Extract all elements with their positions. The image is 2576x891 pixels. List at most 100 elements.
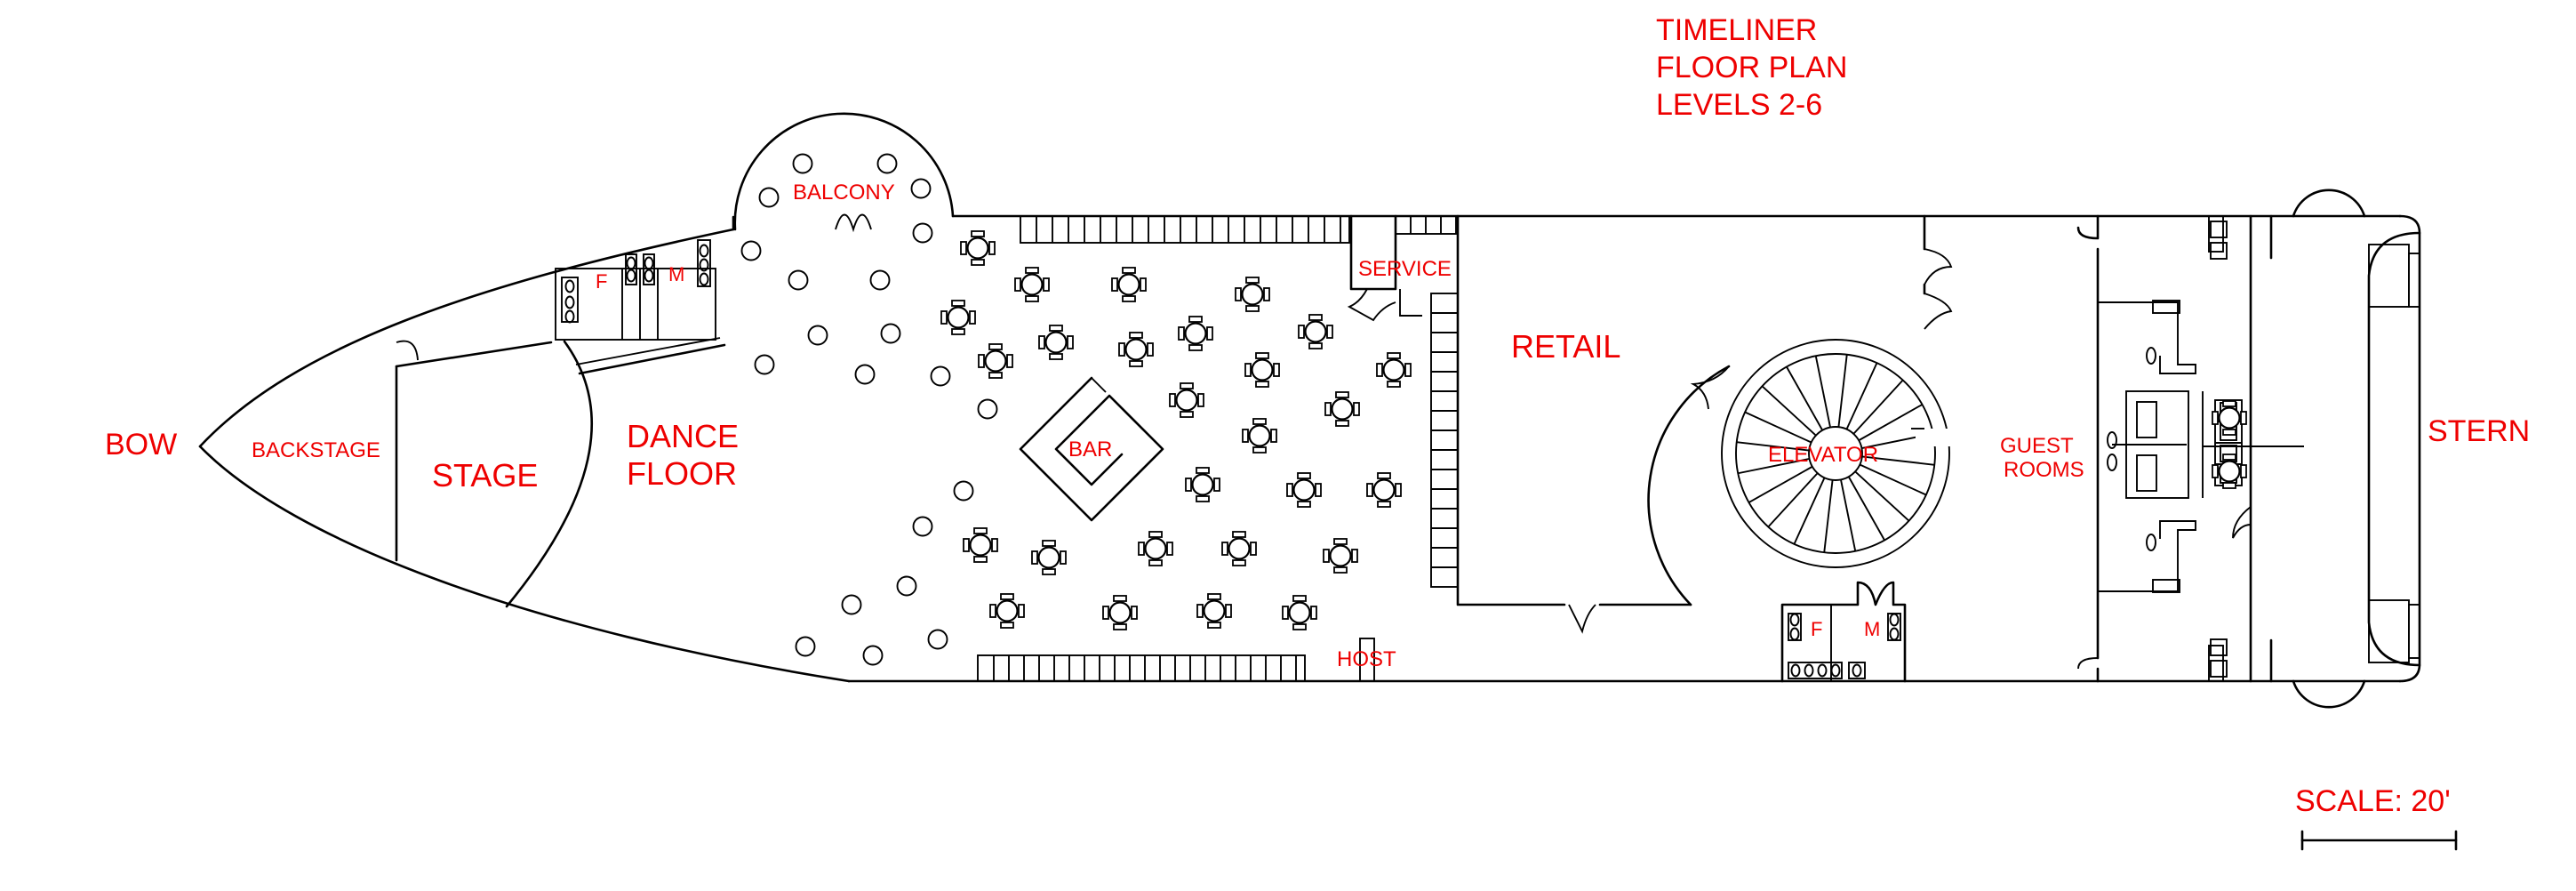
title-line-1: TIMELINER — [1656, 13, 1817, 47]
dining-table — [940, 299, 977, 336]
bow-label: BOW — [105, 428, 177, 462]
title-line-3: LEVELS 2-6 — [1656, 88, 1822, 122]
balcony-label: BALCONY — [793, 181, 895, 205]
stern-chair — [2210, 242, 2228, 260]
elevator-door — [1690, 365, 1730, 410]
cocktail-table — [927, 629, 948, 650]
cocktail-table — [880, 323, 901, 344]
guest-rooms-label-1: GUEST — [2000, 434, 2074, 458]
dining-table — [1184, 466, 1221, 503]
cocktail-table — [930, 365, 951, 387]
balcony — [733, 112, 955, 261]
fixture — [564, 309, 575, 324]
dance-floor-label-1: DANCE — [627, 418, 739, 454]
cocktail-table — [869, 269, 891, 291]
stair-tread — [1786, 366, 1824, 431]
dining-table — [977, 342, 1014, 380]
elevator-wall — [1647, 365, 1731, 606]
host-label: HOST — [1337, 647, 1396, 671]
elevator-inner-ring — [1735, 353, 1936, 554]
stair-tread — [1736, 441, 1810, 452]
restroom-f-front-label: F — [596, 270, 607, 293]
stair-tread — [1861, 455, 1935, 466]
stair-tread — [1854, 470, 1910, 522]
fixture — [1789, 613, 1800, 627]
cocktail-table — [807, 325, 828, 346]
cocktail-table — [896, 575, 917, 597]
cocktail-table — [841, 594, 862, 615]
stair-tread — [1847, 476, 1885, 541]
stern-label: STERN — [2428, 414, 2530, 448]
fixture — [1830, 663, 1841, 678]
stern-chair — [2210, 638, 2228, 656]
bar — [1019, 376, 1164, 522]
fixture — [1889, 613, 1900, 627]
stage-label: STAGE — [432, 457, 538, 494]
stair-tread — [1814, 356, 1831, 428]
fixture — [1817, 663, 1828, 678]
cocktail-table — [788, 269, 809, 291]
retail-label: RETAIL — [1511, 328, 1620, 365]
stair-tread — [1767, 472, 1819, 528]
dining-table — [1196, 592, 1233, 630]
fixture — [644, 269, 654, 283]
stair-tread — [1837, 354, 1848, 428]
cocktail-table — [862, 645, 884, 666]
restroom-m-rear-label: M — [1864, 618, 1880, 640]
stair-tread — [1859, 463, 1927, 496]
dining-table — [1110, 266, 1148, 303]
fixture — [1790, 663, 1801, 678]
fixture — [1889, 627, 1900, 641]
service-label: SERVICE — [1358, 257, 1452, 281]
fixture — [1852, 663, 1862, 678]
dining-table — [1285, 471, 1323, 509]
restroom-m-front-label: M — [668, 263, 684, 285]
dining-table — [959, 229, 996, 267]
elevator-label: ELEVATOR — [1768, 443, 1878, 467]
scale-bar — [2300, 830, 2458, 851]
dining-table — [1322, 537, 1359, 574]
stair-tread — [1738, 458, 1810, 475]
bench-bottom — [977, 638, 1375, 682]
dining-table — [1244, 351, 1281, 389]
cocktail-table — [953, 480, 974, 502]
stair-tread — [1744, 411, 1812, 444]
dining-table — [1220, 530, 1258, 567]
stair-tread — [1852, 379, 1904, 435]
stern-area — [2208, 189, 2421, 709]
elevator-outer-ring — [1721, 339, 1950, 568]
dining-table — [1030, 539, 1068, 576]
stair-tread — [1858, 404, 1923, 442]
backstage-label: BACKSTAGE — [252, 438, 380, 462]
stair-tread — [1748, 465, 1813, 503]
stair-tread — [1823, 479, 1834, 553]
elevator-shaft — [1647, 339, 1951, 606]
dining-table — [1117, 331, 1155, 368]
dining-table — [1297, 313, 1334, 350]
dining-table — [962, 526, 999, 564]
dance-floor-label-2: FLOOR — [627, 455, 737, 492]
dining-table — [1177, 315, 1214, 352]
dining-table — [988, 592, 1026, 630]
retail-room — [1456, 214, 1953, 634]
cocktail-table-group — [754, 269, 998, 666]
cocktail-table — [912, 516, 933, 537]
cocktail-table — [795, 636, 816, 657]
bar-label: BAR — [1068, 437, 1112, 462]
dining-table — [1101, 594, 1139, 631]
fixture — [699, 244, 709, 258]
dining-table — [1234, 276, 1271, 313]
dining-table — [1168, 381, 1205, 419]
restrooms-front — [555, 239, 726, 375]
title-line-2: FLOOR PLAN — [1656, 51, 1847, 84]
stair-landing — [1916, 429, 1951, 446]
restrooms-rear — [1780, 581, 1907, 683]
scale-label: SCALE: 20' — [2295, 784, 2451, 818]
stern-chair — [2210, 221, 2228, 238]
table-group — [940, 229, 1412, 631]
elevator-core — [1808, 426, 1863, 481]
dining-table — [1324, 390, 1361, 428]
fixture — [699, 272, 709, 286]
stern-chair — [2210, 660, 2228, 678]
cocktail-table — [854, 364, 876, 385]
